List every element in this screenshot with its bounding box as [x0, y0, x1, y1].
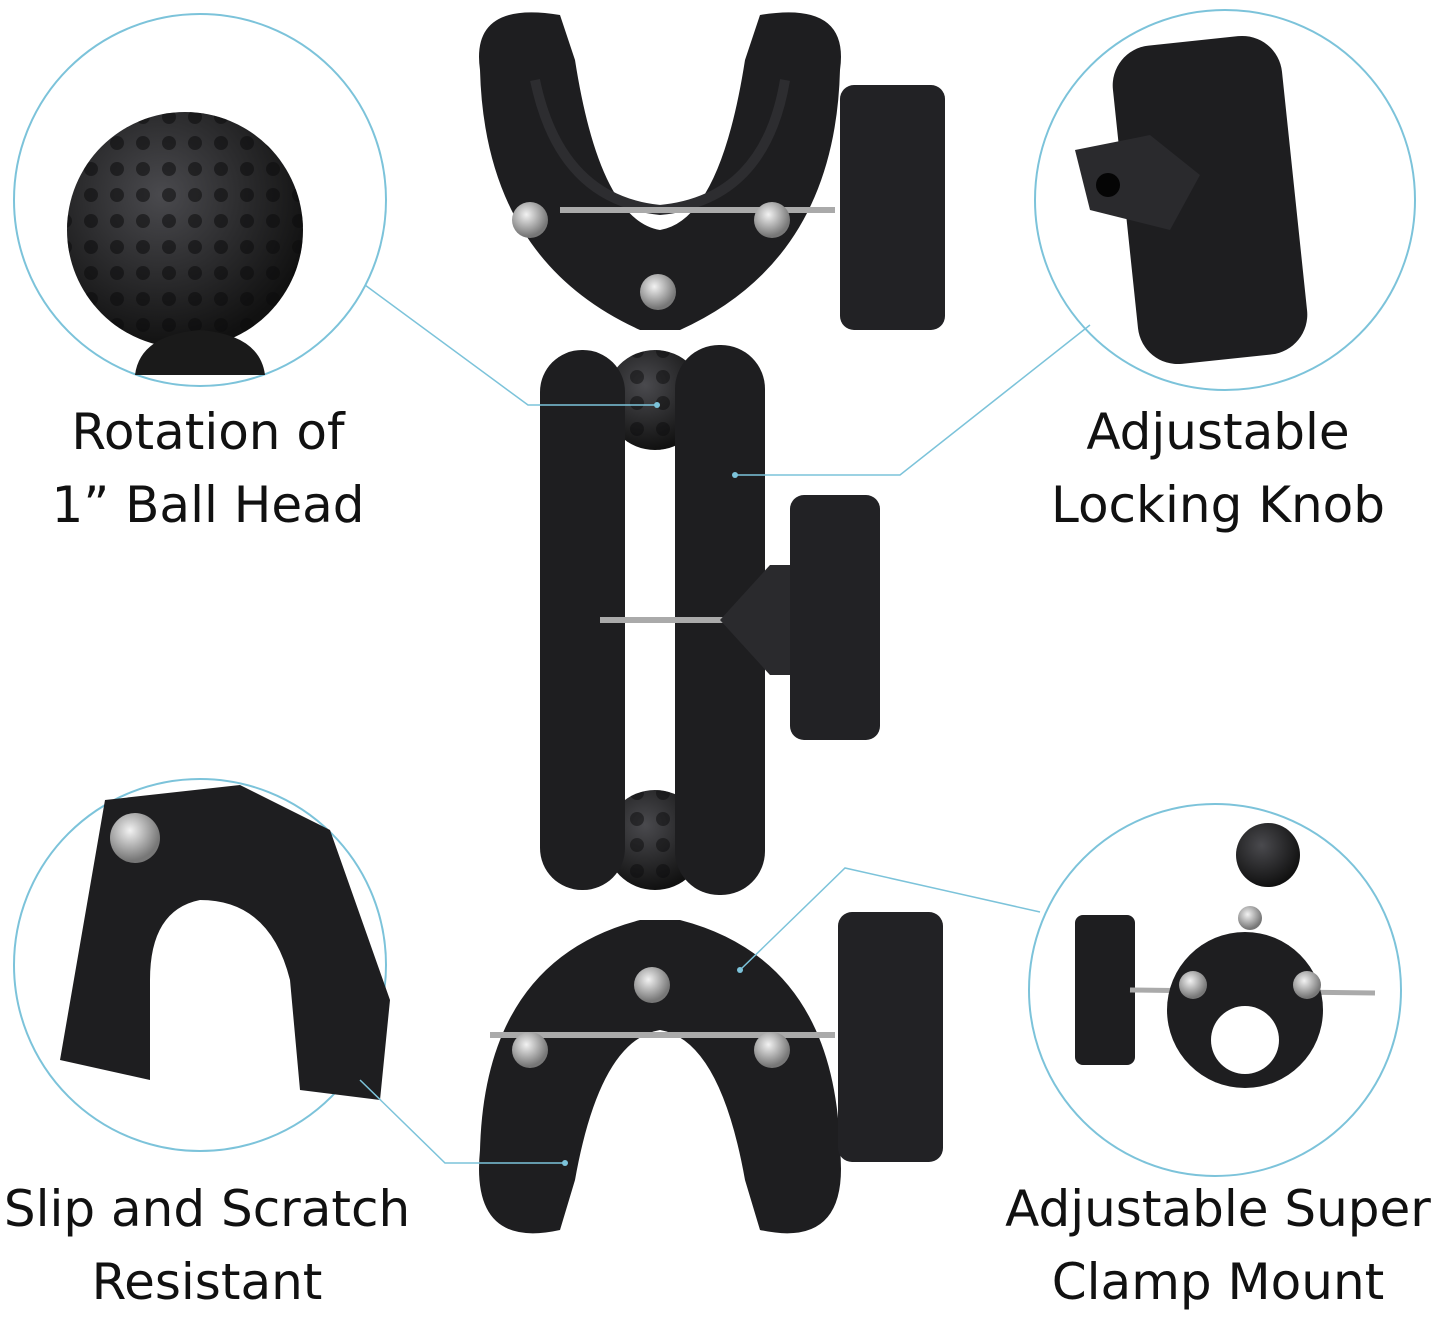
callout-lines [359, 284, 1091, 1164]
feature-label-locking-knob: Adjustable Locking Knob [1051, 396, 1385, 542]
feature-label-line2: Locking Knob [1050, 476, 1386, 534]
feature-label-slip-resistant: Slip and Scratch Resistant [4, 1173, 410, 1319]
feature-label-ball-head: Rotation of 1” Ball Head [52, 396, 365, 542]
feature-label-line1: Adjustable [1086, 403, 1350, 461]
feature-label-super-clamp: Adjustable Super Clamp Mount [1005, 1173, 1431, 1319]
detail-super-clamp [1028, 803, 1402, 1177]
detail-locking-knob [1034, 9, 1416, 391]
main-mount [479, 12, 945, 1234]
feature-label-line1: Slip and Scratch [3, 1180, 411, 1238]
detail-clamp-inner [13, 778, 390, 1152]
feature-label-line1: Rotation of [71, 403, 345, 461]
detail-ball-head [13, 13, 387, 387]
feature-label-line2: Clamp Mount [1051, 1253, 1385, 1311]
feature-label-line2: 1” Ball Head [51, 476, 365, 534]
feature-label-line2: Resistant [91, 1253, 323, 1311]
feature-label-line1: Adjustable Super [1005, 1180, 1431, 1238]
